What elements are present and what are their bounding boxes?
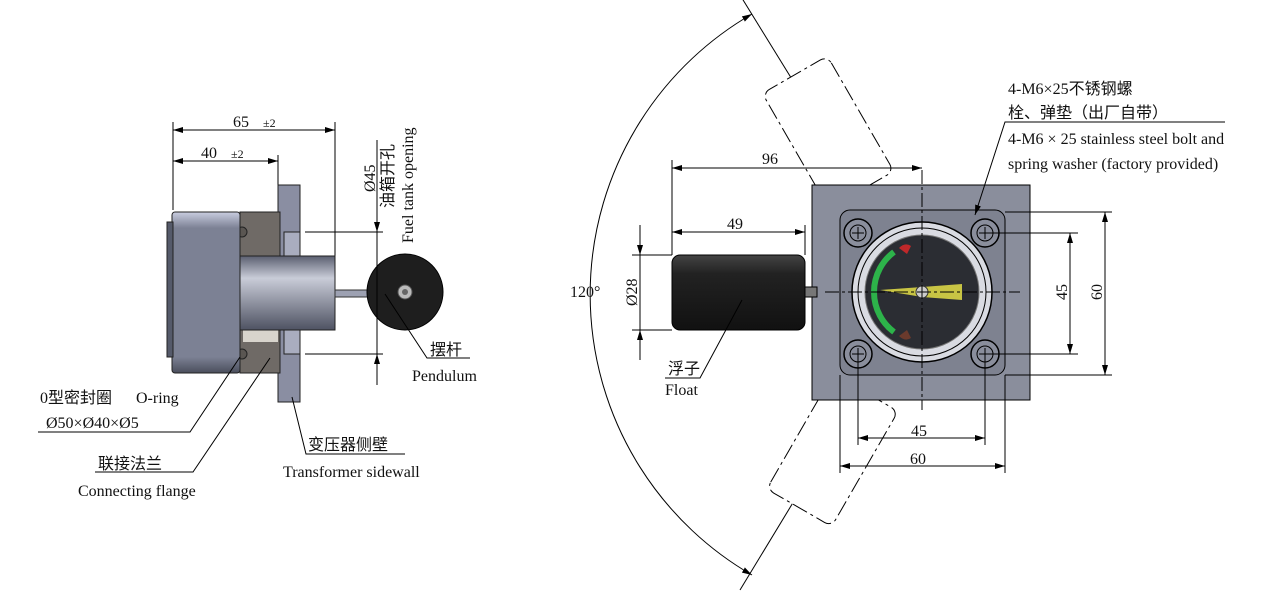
oring-size-label: Ø50×Ø40×Ø5 (46, 415, 139, 432)
float-label-en: Float (665, 382, 698, 399)
bolt-label-en-2: spring washer (factory provided) (1008, 156, 1218, 173)
float (671, 254, 806, 331)
bolt-icon (843, 218, 873, 248)
swing-angle-arc (589, 13, 753, 576)
dim-96-label: 96 (762, 151, 778, 168)
float-lower-position (769, 376, 896, 525)
bolt-label-cn-1: 4-M6×25不锈钢螺 (1008, 80, 1133, 98)
gauge-body (171, 211, 241, 374)
swing-angle-label: 120° (570, 284, 600, 301)
side-view: 65 ±2 40 ±2 Ø45 油箱开孔 Fuel tank opening (38, 114, 477, 500)
dim-65-tolerance: ±2 (263, 116, 276, 130)
dim-40-tolerance: ±2 (231, 147, 244, 161)
dim-float-diameter-label: Ø28 (624, 278, 641, 306)
gauge-shaft-housing (239, 255, 336, 331)
dim-plate-v-label: 60 (1089, 284, 1106, 300)
flange-label-en: Connecting flange (78, 483, 196, 500)
oring-label-en: O-ring (136, 390, 179, 407)
opening-label-cn: 油箱开孔 (379, 144, 397, 208)
bolt-label-en-1: 4-M6 × 25 stainless steel bolt and (1008, 131, 1224, 148)
pendulum-label-en: Pendulum (412, 368, 477, 385)
opening-label-en: Fuel tank opening (400, 127, 417, 243)
dim-hole-v-label: 45 (1054, 284, 1071, 300)
oring-label-cn: 0型密封圈 (40, 389, 112, 407)
dim-49-label: 49 (727, 216, 743, 233)
dim-opening-diameter: Ø45 (362, 164, 379, 192)
sidewall-label-en: Transformer sidewall (283, 464, 420, 481)
dim-65-label: 65 (233, 114, 249, 131)
bolt-label-cn-2: 栓、弹垫（出厂自带） (1008, 104, 1168, 122)
dim-plate-h-label: 60 (910, 451, 926, 468)
float-label-cn: 浮子 (668, 360, 700, 378)
sidewall-label-cn: 变压器侧壁 (308, 435, 388, 454)
flange-label-cn: 联接法兰 (98, 455, 162, 473)
front-view: 120° (570, 0, 1225, 591)
dim-40-label: 40 (201, 145, 217, 162)
dim-hole-h-label: 45 (911, 423, 927, 440)
pendulum-label-cn: 摆杆 (430, 341, 462, 359)
